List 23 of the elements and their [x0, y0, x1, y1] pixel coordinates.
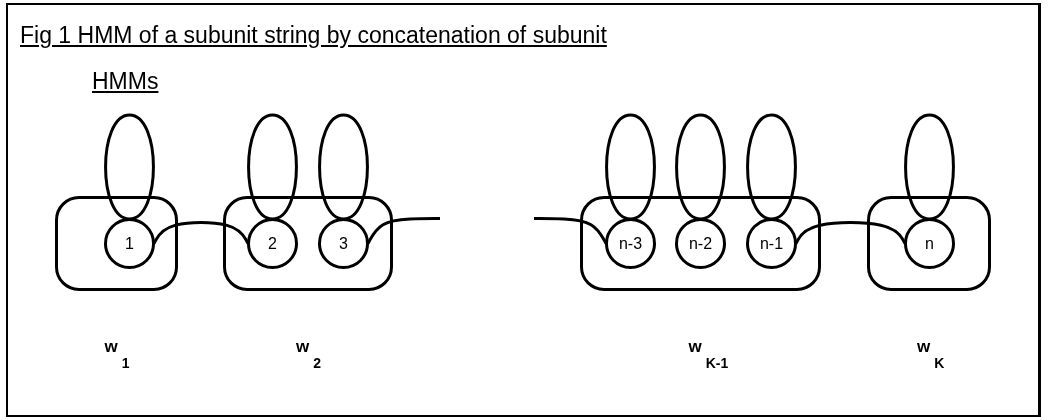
state-label: 3	[339, 234, 348, 253]
state-circle	[675, 218, 726, 269]
word-box	[223, 196, 393, 291]
state-label: n-1	[759, 234, 784, 253]
state-circle	[605, 218, 656, 269]
transition-line	[152, 220, 250, 245]
state-label: 1	[125, 234, 134, 253]
word-box	[580, 196, 821, 291]
state-circle	[904, 218, 955, 269]
figure-title: Fig 1 HMM of a subunit string by concatenation of subunit HMMs	[20, 21, 608, 96]
state-label: n-2	[688, 234, 713, 253]
transition-line	[366, 217, 440, 245]
state-label: n	[925, 234, 934, 253]
word-box	[55, 196, 178, 291]
state-circle	[746, 218, 797, 269]
state-circle	[104, 218, 155, 269]
word-box	[867, 196, 991, 291]
state-circle	[318, 218, 369, 269]
state-label: 2	[268, 234, 277, 253]
state-circle	[247, 218, 298, 269]
state-label: n-3	[618, 234, 643, 253]
transition-line	[794, 220, 907, 245]
transition-line	[534, 217, 608, 245]
